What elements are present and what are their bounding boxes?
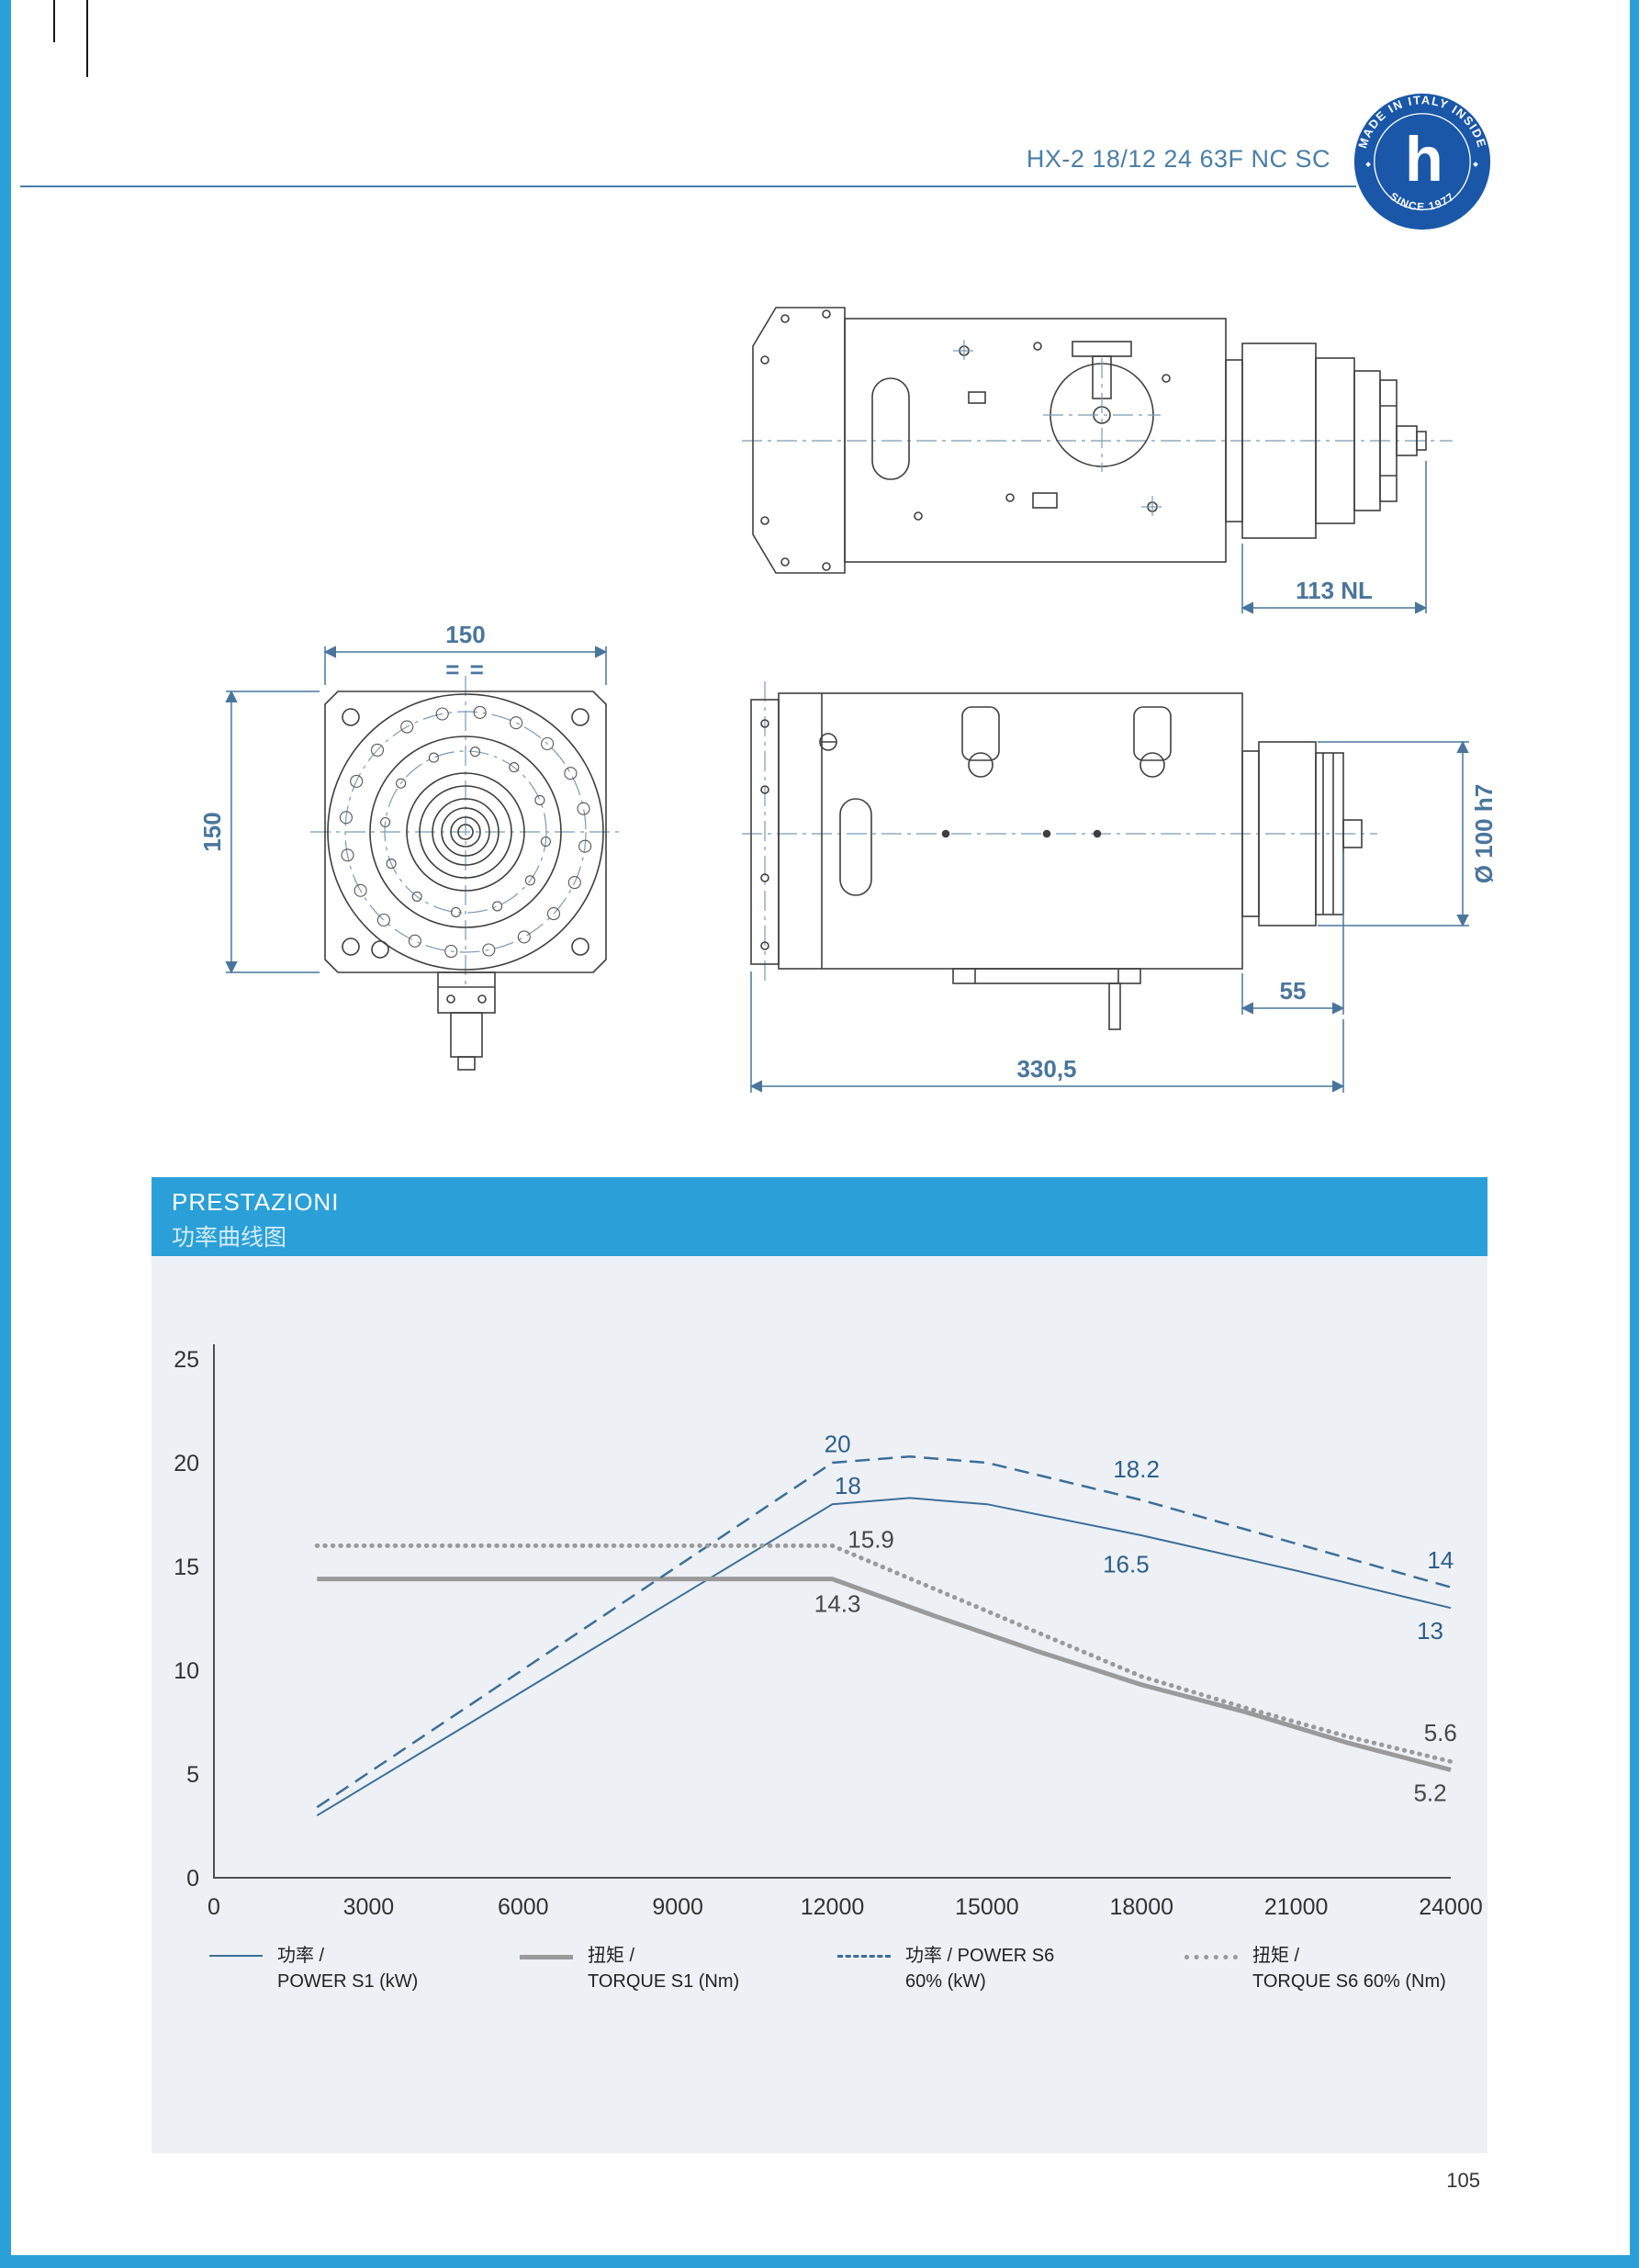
- svg-text:◆: ◆: [1365, 160, 1372, 168]
- page-border-left: [0, 0, 11, 2268]
- page-title: HX-2 18/12 24 63F NC SC: [1026, 145, 1330, 173]
- crop-mark: [86, 0, 88, 77]
- legend-item-power-s6: 功率 / POWER S6 60% (kW): [837, 1943, 1184, 1994]
- front-view-drawing: 150 = = 150: [198, 623, 621, 1071]
- svg-text:15.9: 15.9: [848, 1526, 894, 1554]
- dim-label-diameter: Ø 100 h7: [1470, 784, 1498, 883]
- performance-section: PRESTAZIONI 功率曲线图 0 5 10 15 20 25 0 3000 6000 900…: [152, 1177, 1487, 2153]
- bottom-connector: [437, 971, 496, 1071]
- section-title: PRESTAZIONI: [172, 1188, 340, 1216]
- legend-line-torque-s6: [1184, 1955, 1238, 1959]
- motor-outline: [1225, 342, 1427, 539]
- section-subtitle: 功率曲线图: [172, 1225, 287, 1251]
- svg-text:18000: 18000: [1109, 1894, 1173, 1920]
- legend-item-torque-s1: 扭矩 / TORQUE S1 (Nm): [520, 1943, 837, 1994]
- svg-text:5.6: 5.6: [1424, 1719, 1457, 1746]
- legend-line-power-s6: [837, 1955, 891, 1958]
- page-number: 105: [1446, 2169, 1480, 2192]
- svg-text:5.2: 5.2: [1413, 1779, 1446, 1806]
- flange-outline: [324, 691, 607, 973]
- page-border-right: [1630, 0, 1639, 2268]
- svg-text:18: 18: [835, 1472, 861, 1499]
- legend-item-torque-s6: 扭矩 / TORQUE S6 60% (Nm): [1184, 1943, 1469, 1994]
- svg-text:◆: ◆: [1473, 160, 1479, 168]
- crop-mark: [53, 0, 55, 42]
- legend-label: 扭矩 / TORQUE S6 60% (Nm): [1252, 1946, 1446, 1992]
- legend-label: 扭矩 / TORQUE S1 (Nm): [588, 1946, 740, 1992]
- svg-text:20: 20: [825, 1431, 851, 1458]
- svg-text:25: 25: [174, 1347, 199, 1373]
- tolerance-marks: = =: [445, 656, 486, 683]
- svg-text:6000: 6000: [498, 1894, 549, 1920]
- chart-legend: 功率 / POWER S1 (kW) 扭矩 / TORQUE S1 (Nm) 功…: [209, 1943, 1469, 1994]
- svg-text:9000: 9000: [652, 1894, 703, 1920]
- centerlines: [742, 681, 1377, 984]
- svg-text:24000: 24000: [1419, 1894, 1483, 1920]
- svg-text:18.2: 18.2: [1113, 1455, 1160, 1483]
- svg-text:15000: 15000: [955, 1894, 1019, 1920]
- dim-label-total-length: 330,5: [1016, 1055, 1076, 1083]
- svg-text:12000: 12000: [801, 1894, 865, 1920]
- badge-logo-letter: h: [1405, 125, 1443, 195]
- svg-text:13: 13: [1417, 1617, 1443, 1645]
- dim-label-height: 150: [198, 812, 226, 851]
- dimension-330-5: 330,5: [749, 971, 1345, 1093]
- dimension-113nl: 113 NL: [1240, 461, 1428, 614]
- dim-label-113nl: 113 NL: [1296, 577, 1373, 604]
- performance-chart: 0 5 10 15 20 25 0 3000 6000 9000 12000 15000 18000 21…: [174, 1344, 1483, 1920]
- svg-text:16.5: 16.5: [1103, 1551, 1150, 1578]
- svg-text:0: 0: [186, 1866, 199, 1892]
- legend-label: 功率 / POWER S6 60% (kW): [905, 1946, 1055, 1992]
- made-in-italy-badge: MADE IN ITALY INSIDE SINCE 1977 h ◆ ◆: [1353, 93, 1491, 230]
- svg-text:14.3: 14.3: [814, 1590, 861, 1618]
- dimension-width-150: 150 = =: [323, 623, 608, 685]
- dimension-height-150: 150: [198, 690, 320, 974]
- legend-item-power-s1: 功率 / POWER S1 (kW): [209, 1943, 520, 1994]
- bolt-circles: [339, 705, 592, 959]
- legend-label: 功率 / POWER S1 (kW): [277, 1946, 419, 1992]
- svg-text:20: 20: [174, 1451, 199, 1476]
- centerlines: [310, 676, 621, 988]
- side-view-drawing: Ø 100 h7 55 330,5: [742, 681, 1498, 1093]
- legend-line-power-s1: [209, 1955, 263, 1957]
- motor-outline: [1241, 741, 1363, 926]
- svg-text:3000: 3000: [343, 1894, 395, 1920]
- svg-text:14: 14: [1427, 1546, 1454, 1574]
- svg-text:21000: 21000: [1264, 1894, 1329, 1920]
- svg-text:15: 15: [174, 1555, 199, 1580]
- page-border-bottom: [0, 2255, 1639, 2268]
- performance-header-bar: PRESTAZIONI 功率曲线图: [152, 1177, 1487, 1256]
- dim-label-width: 150: [445, 623, 485, 648]
- dim-label-55: 55: [1280, 977, 1307, 1005]
- top-view-drawing: 113 NL: [742, 307, 1453, 614]
- svg-text:10: 10: [174, 1658, 199, 1684]
- performance-chart-panel: 0 5 10 15 20 25 0 3000 6000 9000 12000 15000 18000 21…: [152, 1256, 1487, 2153]
- header-divider: [20, 185, 1356, 187]
- body-outline: [750, 692, 1243, 1030]
- svg-text:5: 5: [186, 1762, 199, 1788]
- legend-line-torque-s1: [520, 1955, 573, 1959]
- dimension-55: 55: [1240, 852, 1345, 1015]
- hole-centermarks: [953, 340, 1163, 518]
- svg-text:0: 0: [208, 1894, 220, 1920]
